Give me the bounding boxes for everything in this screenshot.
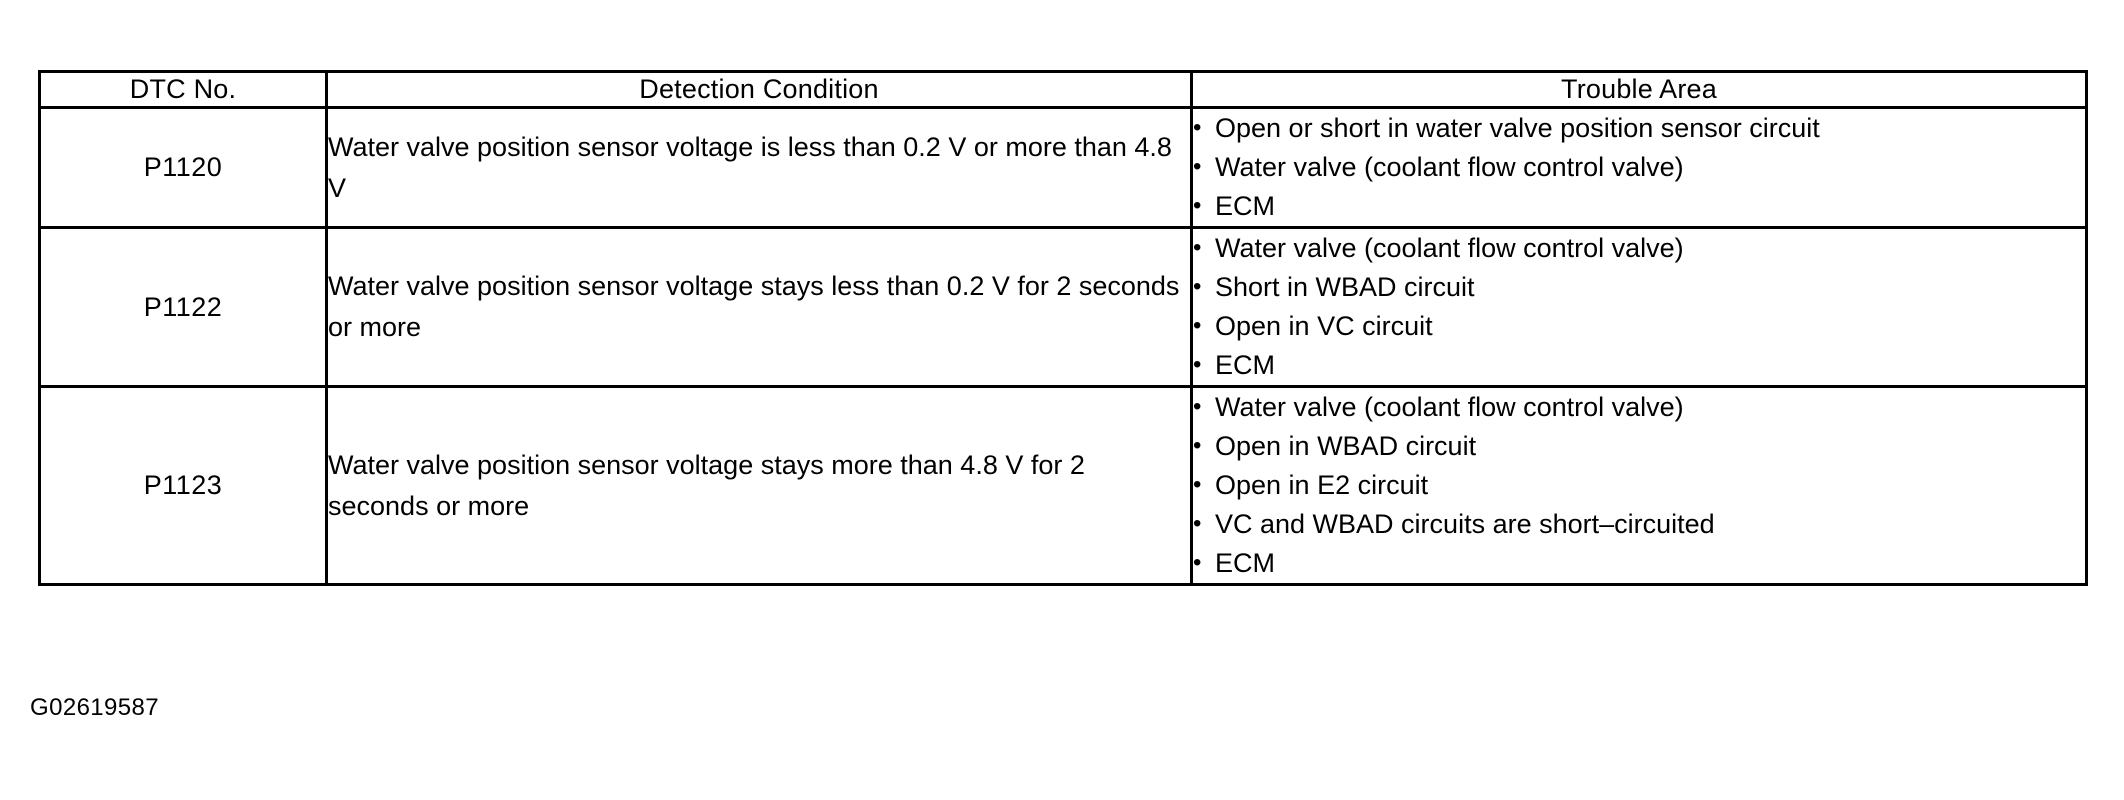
column-header-dtc-no: DTC No.: [38, 70, 328, 109]
trouble-area-list: Open or short in water valve position se…: [1193, 108, 2085, 226]
dtc-code-cell: P1123: [38, 385, 328, 586]
trouble-area-list: Water valve (coolant flow control valve)…: [1193, 387, 2085, 583]
table-row: P1120 Water valve position sensor voltag…: [38, 106, 2088, 229]
trouble-area-list: Water valve (coolant flow control valve)…: [1193, 228, 2085, 385]
list-item: Water valve (coolant flow control valve): [1193, 228, 2085, 268]
list-item: Open in E2 circuit: [1193, 465, 2085, 505]
trouble-area-cell: Water valve (coolant flow control valve)…: [1190, 385, 2088, 586]
trouble-area-cell: Water valve (coolant flow control valve)…: [1190, 226, 2088, 388]
list-item: Water valve (coolant flow control valve): [1193, 147, 2085, 187]
dtc-code-cell: P1122: [38, 226, 328, 388]
list-item: ECM: [1193, 543, 2085, 583]
table-body: P1120 Water valve position sensor voltag…: [38, 106, 2088, 586]
dtc-code-cell: P1120: [38, 106, 328, 229]
table-header: DTC No. Detection Condition Trouble Area: [38, 70, 2088, 109]
list-item: VC and WBAD circuits are short–circuited: [1193, 504, 2085, 544]
column-header-trouble-area: Trouble Area: [1190, 70, 2088, 109]
table-header-row: DTC No. Detection Condition Trouble Area: [38, 70, 2088, 109]
trouble-area-cell: Open or short in water valve position se…: [1190, 106, 2088, 229]
list-item: ECM: [1193, 345, 2085, 385]
table-row: P1123 Water valve position sensor voltag…: [38, 385, 2088, 586]
detection-condition-cell: Water valve position sensor voltage stay…: [325, 385, 1193, 586]
list-item: Open or short in water valve position se…: [1193, 108, 2085, 148]
detection-condition-cell: Water valve position sensor voltage stay…: [325, 226, 1193, 388]
list-item: ECM: [1193, 186, 2085, 226]
list-item: Open in WBAD circuit: [1193, 426, 2085, 466]
list-item: Open in VC circuit: [1193, 306, 2085, 346]
column-header-detection-condition: Detection Condition: [325, 70, 1193, 109]
table-row: P1122 Water valve position sensor voltag…: [38, 226, 2088, 388]
dtc-table: DTC No. Detection Condition Trouble Area…: [38, 70, 2088, 586]
figure-reference-code: G02619587: [30, 694, 160, 721]
list-item: Short in WBAD circuit: [1193, 267, 2085, 307]
list-item: Water valve (coolant flow control valve): [1193, 387, 2085, 427]
detection-condition-cell: Water valve position sensor voltage is l…: [325, 106, 1193, 229]
